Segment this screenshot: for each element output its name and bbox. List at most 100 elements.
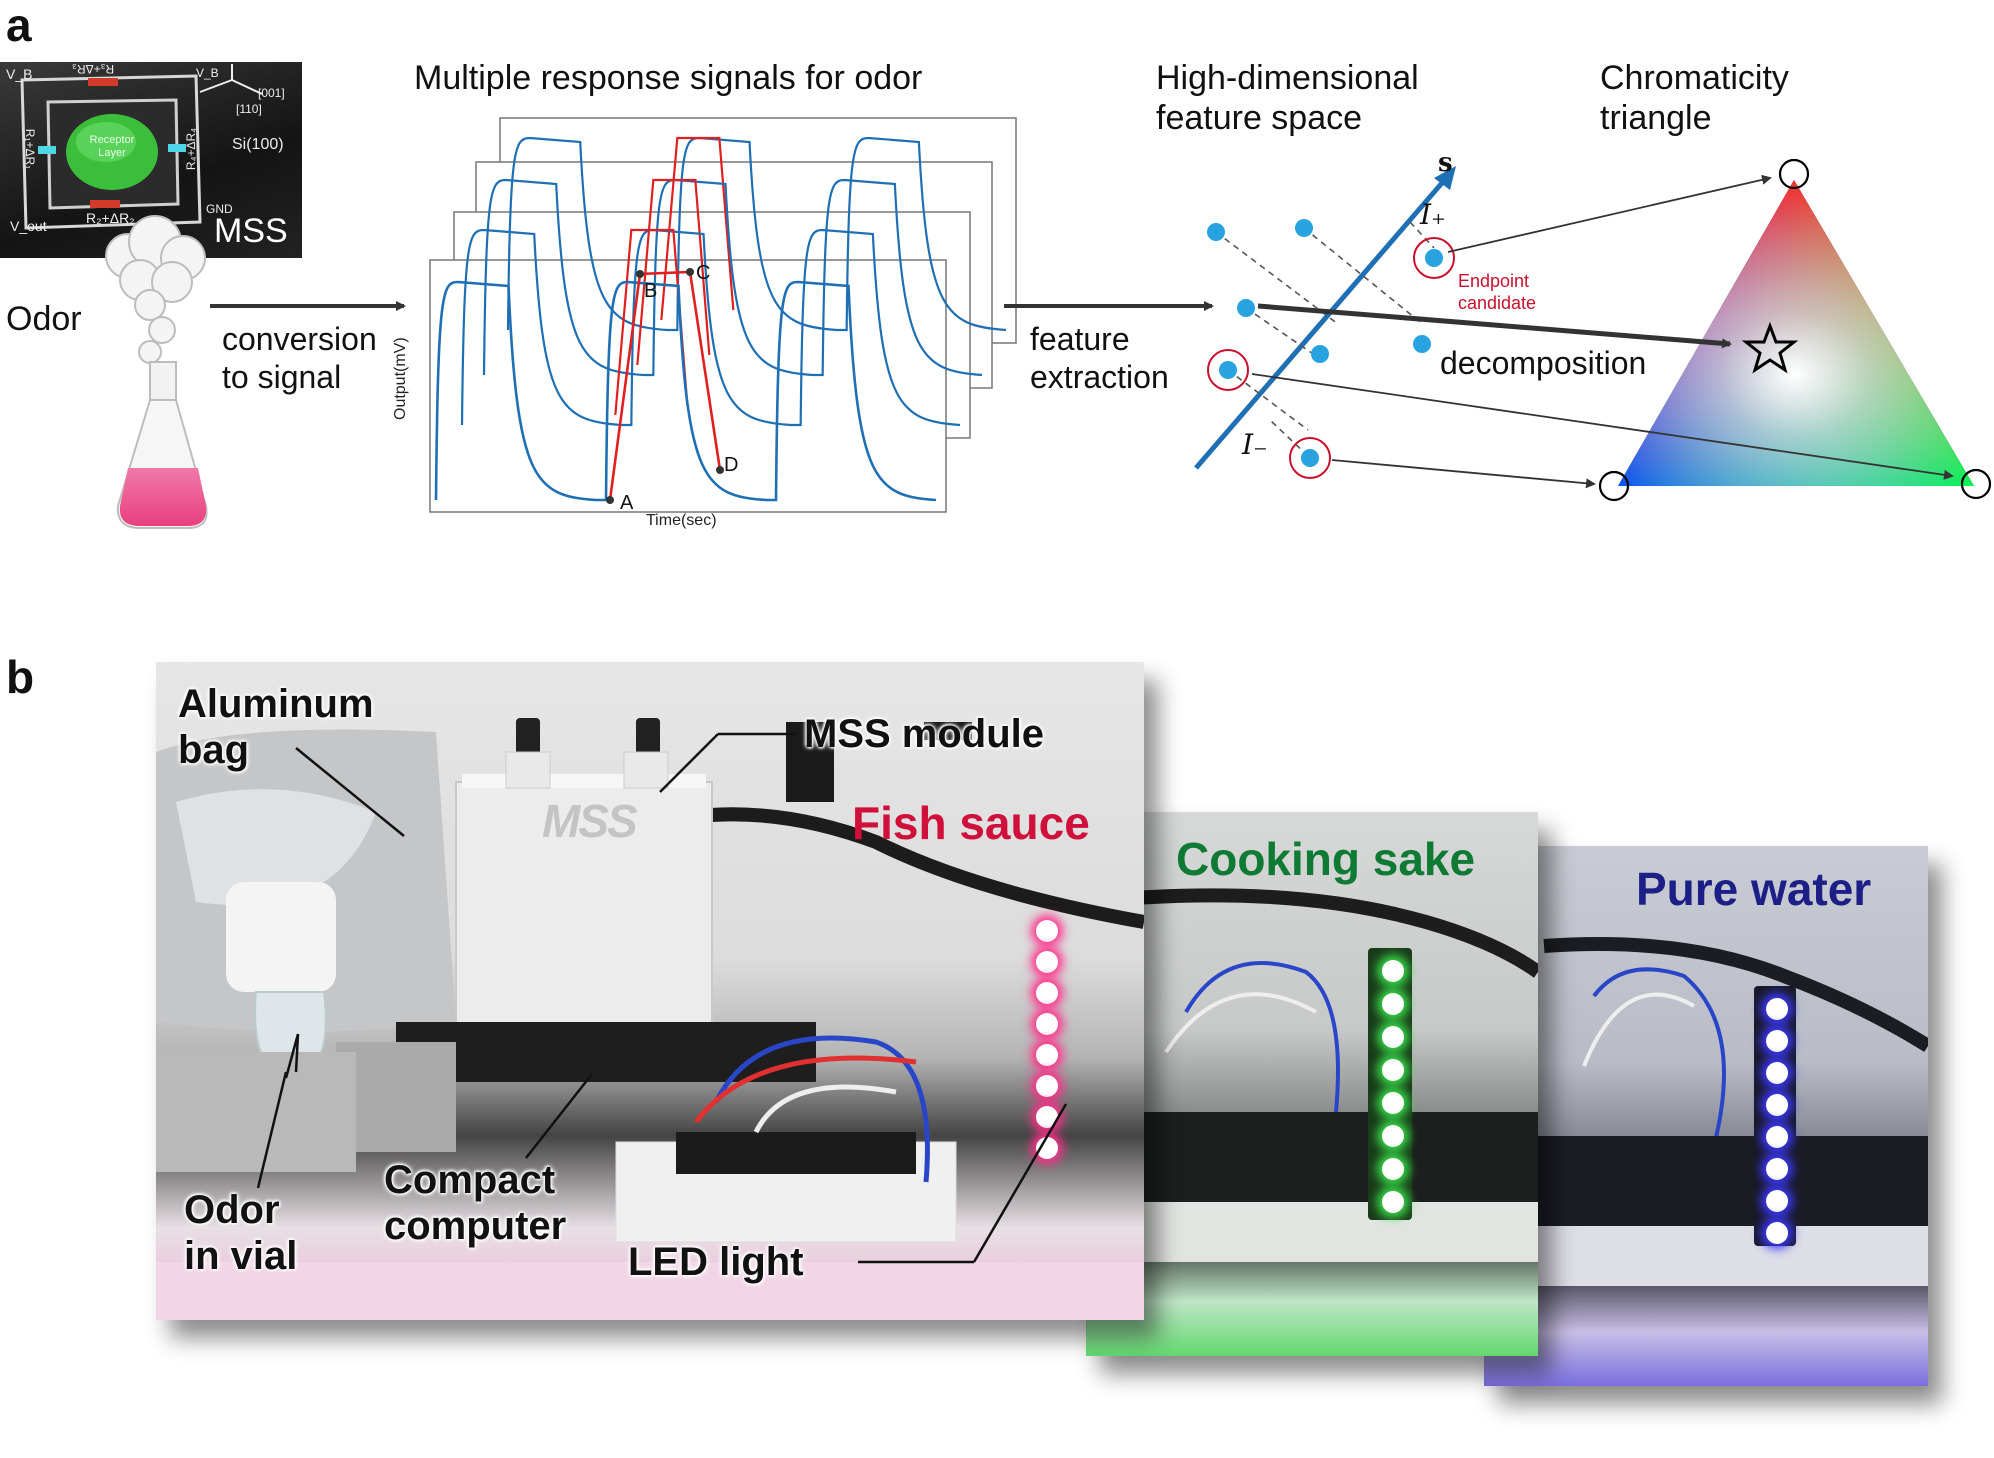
sample-label-cooking-sake: Cooking sake — [1176, 833, 1476, 885]
led-light — [1766, 1030, 1788, 1052]
led-light — [1382, 960, 1404, 982]
conversion-label-2: to signal — [222, 359, 342, 395]
plot-xlabel: Time(sec) — [646, 512, 717, 529]
endpoint-circles — [1207, 237, 1455, 479]
vb-label: V_B — [6, 66, 33, 82]
feature-title-2: feature space — [1156, 99, 1363, 137]
led-light — [1036, 1044, 1058, 1066]
led-light — [1382, 1125, 1404, 1147]
triangle-title-1: Chromaticity — [1600, 59, 1789, 97]
bg-signal-curve — [482, 178, 983, 377]
r2-label: R₂+ΔR₂ — [86, 210, 135, 226]
vertex-right-circle — [1960, 468, 1992, 500]
led-light — [1036, 951, 1058, 973]
mss-chip-title: MSS — [214, 212, 288, 250]
bg-signal-curve — [460, 228, 961, 427]
cooking-sake-scene — [1086, 888, 1538, 1262]
led-light — [1382, 1026, 1404, 1048]
feature-extraction-label-2: extraction — [1030, 359, 1169, 395]
callout-compact-computer-2: computer — [384, 1204, 567, 1248]
led-light — [1382, 1158, 1404, 1180]
point-d-marker — [716, 466, 724, 474]
point-c-label: C — [696, 262, 711, 284]
panel-b-label: b — [6, 651, 35, 703]
led-light — [1766, 1094, 1788, 1116]
vertex-left-circle — [1598, 470, 1630, 502]
photo-pure-water — [1484, 846, 1928, 1386]
dir1-label: [110] — [236, 102, 262, 116]
endpoint-label-2: candidate — [1458, 293, 1537, 313]
led-light — [1766, 1158, 1788, 1180]
s-axis-arrowhead — [1434, 166, 1456, 190]
feature-space — [1194, 166, 1456, 479]
si-label: Si(100) — [232, 136, 284, 153]
feature-extraction-label-1: feature — [1030, 321, 1130, 357]
signal-curve — [434, 280, 937, 502]
signals-title: Multiple response signals for odor — [414, 59, 923, 97]
led-light — [1036, 1075, 1058, 1097]
dir2-label: [001] — [258, 86, 285, 100]
fish-sauce-scene — [156, 718, 1144, 1320]
mss-chip-image: Receptor Layer V_B R₃+ΔR₃ R₁+ΔR₁ R₄+ΔR₄ … — [0, 62, 302, 258]
point-d-label: D — [724, 454, 739, 476]
gnd-label: GND — [206, 202, 233, 216]
conversion-label-1: conversion — [222, 321, 377, 357]
callout-mss-module: MSS module — [804, 712, 1045, 756]
led-light — [1382, 1092, 1404, 1114]
led-light — [1766, 1190, 1788, 1212]
odor-label: Odor — [6, 300, 82, 338]
sample-label-pure-water: Pure water — [1636, 863, 1872, 915]
projection-lines — [1215, 221, 1435, 457]
feature-dots — [1207, 219, 1443, 467]
point-c-marker — [686, 268, 694, 276]
odor-cloud-icon — [105, 215, 206, 364]
pure-water-scene — [1484, 937, 1928, 1286]
callout-compact-computer-1: Compact — [384, 1158, 556, 1202]
panel-a-label: a — [6, 0, 32, 51]
led-light — [1036, 982, 1058, 1004]
i-plus-label: I₊ — [1420, 198, 1446, 231]
photo-fish-sauce: MSS — [156, 662, 1144, 1320]
led-light — [1036, 1013, 1058, 1035]
led-light — [1766, 1222, 1788, 1244]
point-b-label: B — [644, 280, 658, 302]
point-a-label: A — [620, 492, 634, 514]
point-a-marker — [606, 496, 614, 504]
s-axis-label: s — [1438, 148, 1453, 178]
flask-icon — [116, 361, 208, 529]
vertex-top-circle — [1778, 158, 1810, 190]
callout-led-light: LED light — [628, 1240, 804, 1284]
led-light — [1036, 1137, 1058, 1159]
feature-lines — [608, 270, 722, 501]
led-light — [1766, 1126, 1788, 1148]
vout-label: V_out — [10, 218, 47, 234]
endpoint-label-1: Endpoint — [1458, 271, 1530, 291]
callout-odor-vial-1: Odor — [184, 1188, 280, 1232]
callout-aluminum-bag-2: bag — [178, 728, 250, 772]
decomposition-arrow — [1257, 303, 1732, 349]
callout-odor-vial-2: in vial — [184, 1234, 298, 1278]
photo-cooking-sake — [1086, 812, 1538, 1356]
s-axis — [1194, 174, 1450, 470]
vout-top-label: V_B — [196, 66, 219, 80]
led-light — [1036, 1106, 1058, 1128]
mapping-arrows — [1251, 174, 1954, 489]
led-light — [1036, 920, 1058, 942]
led-light — [1382, 993, 1404, 1015]
decomposition-label: decomposition — [1440, 345, 1647, 381]
device-brand-logo: MSS — [542, 795, 638, 847]
point-b-marker — [636, 270, 644, 278]
callout-aluminum-bag-1: Aluminum — [178, 682, 374, 726]
stacked-plots — [429, 117, 1017, 513]
triangle-title-2: triangle — [1600, 99, 1712, 137]
mss-chip-drawing — [20, 64, 263, 230]
led-light — [1382, 1059, 1404, 1081]
led-light — [1766, 998, 1788, 1020]
i-minus-label: I₋ — [1242, 428, 1268, 461]
star-icon — [1741, 321, 1799, 374]
led-light — [1382, 1191, 1404, 1213]
feature-title-1: High-dimensional — [1156, 59, 1419, 97]
bg-signal-curve — [506, 136, 1007, 332]
sample-label-fish-sauce: Fish sauce — [852, 797, 1090, 849]
